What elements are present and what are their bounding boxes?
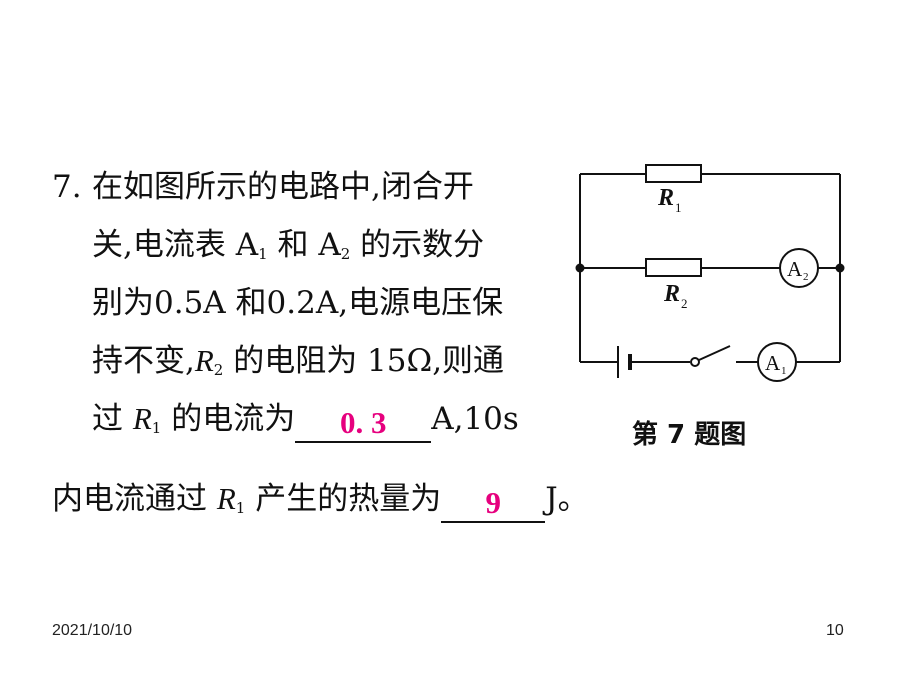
switch-lever [698,345,731,361]
subscript: 2 [340,245,351,263]
text-segment: 持不变, [92,343,195,379]
text-segment: 的电阻为 15Ω,则通 [223,343,505,379]
subscript: 2 [213,361,224,379]
answer-1: 0. 3 [339,405,387,440]
r1-subscript: 1 [675,200,682,215]
subscript: 1 [258,245,268,263]
circuit-diagram: R 1 R 2 A 2 A 1 [575,164,845,382]
switch-contact [690,357,700,367]
text-segment: 的电流为 [161,401,296,437]
junction-dot [575,263,585,273]
problem-line-6: 内电流通过 R1 产生的热量为 9 J。 [52,470,589,528]
a1-subscript: 1 [781,365,787,377]
problem-line-3: 别为0.5A 和0.2A,电源电压保 [52,274,562,332]
page-number: 10 [826,622,844,639]
problem-line-2: 关,电流表 A1 和 A2 的示数分 [52,216,562,274]
answer-blank-2: 9 [441,485,546,523]
text-segment: 过 [92,401,133,437]
subscript: 1 [235,499,246,517]
resistor-r1 [645,164,702,183]
r1-label: R [657,185,674,211]
resistor-symbol: R [194,343,214,378]
a2-subscript: 2 [803,271,809,283]
text-segment: J。 [545,481,589,517]
subscript: 1 [151,419,162,437]
r2-subscript: 2 [681,296,688,311]
text-segment: 的示数分 [350,227,485,263]
problem-line-1: 7. 在如图所示的电路中,闭合开 [52,158,562,216]
text-segment: 别为0.5A 和0.2A,电源电压保 [92,285,504,321]
text-segment: 在如图所示的电路中,闭合开 [92,169,474,205]
text-segment: 和 A [267,227,341,263]
a1-label: A [765,351,781,375]
answer-2: 9 [485,485,501,520]
problem-number: 7. [52,169,82,205]
text-segment: 产生的热量为 [245,481,442,517]
answer-blank-1: 0. 3 [295,405,432,443]
figure-caption: 第 7 题图 [632,420,747,450]
resistor-symbol: R [132,401,152,436]
resistor-symbol: R [216,481,236,516]
text-segment: 内电流通过 [52,481,217,517]
r2-label: R [663,281,680,307]
junction-dot [835,263,845,273]
footer-date: 2021/10/10 [52,622,133,639]
resistor-r2 [645,258,702,277]
problem-line-5: 过 R1 的电流为 0. 3 A,10s [52,390,562,448]
text-segment: 关,电流表 A [92,227,259,263]
problem-line-4: 持不变,R2 的电阻为 15Ω,则通 [52,332,562,390]
a2-label: A [787,257,803,281]
text-segment: A,10s [431,401,519,437]
problem-text: 7.在如图所示的电路中,闭合开 关,电流表 A1 和 A2 的示数分 别为0.5… [52,158,589,528]
